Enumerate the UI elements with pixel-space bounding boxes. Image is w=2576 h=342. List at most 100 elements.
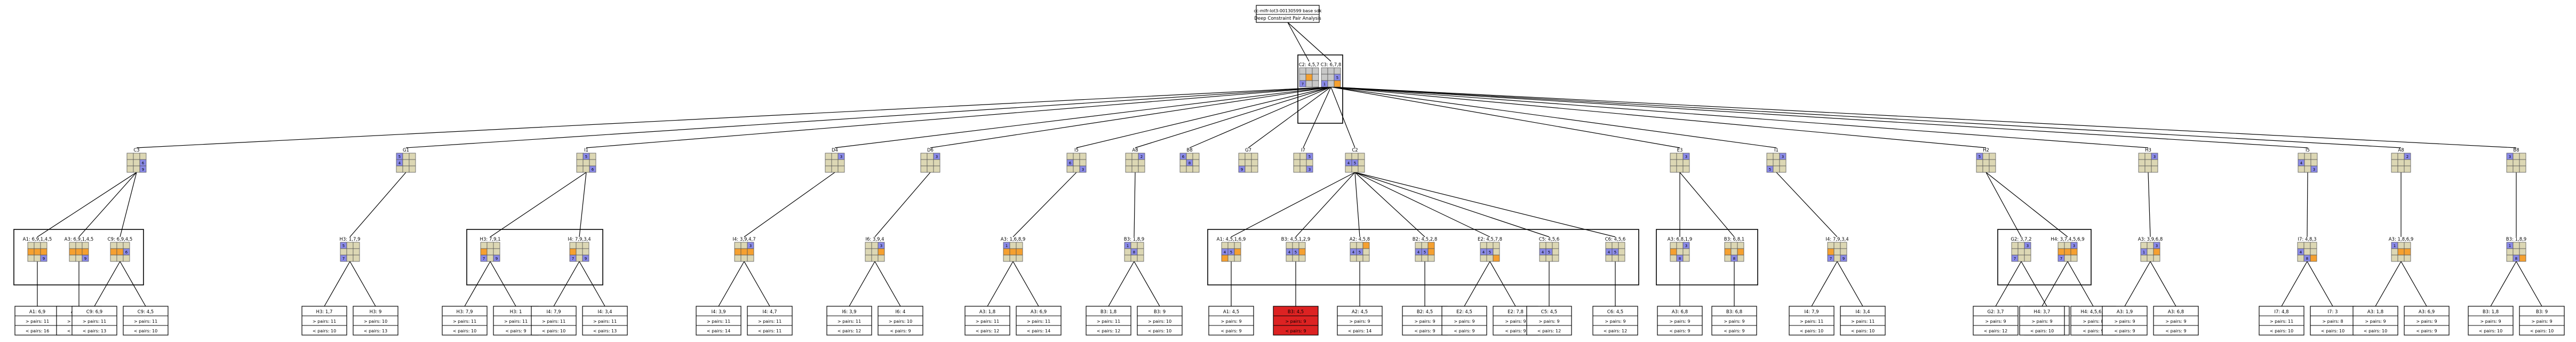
grid-cell: [2519, 159, 2526, 166]
grid-cell: [1618, 248, 1625, 256]
header-line: cc-mlfr-lot3-00130599 base sdk: [1254, 9, 1322, 13]
grid-cell: [1079, 165, 1087, 173]
grid-cell: [409, 153, 416, 160]
cell-digit: 5: [1230, 250, 1232, 254]
grid-cell: [1298, 254, 1306, 262]
grid-cell: [1286, 242, 1293, 249]
grid-cell: [2153, 254, 2160, 262]
grid-cell: [2519, 165, 2526, 173]
grid-cell: [825, 159, 832, 166]
cell-digit: 5: [1614, 250, 1616, 254]
cell-digit: 8: [1189, 161, 1191, 165]
leaf-lesser-pairs: < pairs: 12: [1604, 329, 1627, 333]
leaf-greater-pairs: > pairs: 11: [504, 319, 528, 324]
grid-cell: [1415, 242, 1422, 249]
grid-cell: [1293, 165, 1301, 173]
leaf-lesser-pairs: < pairs: 9: [2083, 329, 2103, 333]
tree-edge: [1248, 86, 1331, 148]
grid-cell: [1612, 254, 1619, 262]
grid-cell: [582, 248, 589, 256]
leaf-node: A3: 1,8> pairs: 11< pairs: 12: [964, 306, 1010, 336]
grid-cell: [2011, 248, 2019, 256]
grid-cell: [1362, 242, 1370, 249]
grid-cell: [1773, 165, 1780, 173]
leaf-greater-pairs: > pairs: 11: [26, 319, 49, 324]
cell-digit: 7: [1302, 82, 1304, 86]
grid-cell: [582, 254, 589, 262]
grid-cell: [346, 254, 354, 262]
leaf-box: [1337, 306, 1383, 336]
leaf-node: I4: 3,4> pairs: 11< pairs: 10: [1840, 306, 1886, 336]
cell-grid: 8: [1724, 242, 1744, 262]
leaf-greater-pairs: > pairs: 9: [1454, 319, 1474, 324]
node-group-box: [1656, 229, 1758, 285]
grid-cell: [2310, 248, 2317, 256]
grid-cell: [1345, 153, 1352, 160]
leaf-label: B3: 4,5: [1288, 309, 1304, 315]
grid-cell: [1179, 159, 1187, 166]
node-label: G2: 3,7,2: [2011, 237, 2031, 242]
cell-digit: 3: [1685, 155, 1687, 159]
cell-grid: 2: [2391, 153, 2411, 173]
leaf-lesser-pairs: < pairs: 10: [1851, 329, 1875, 333]
grid-cell: [2391, 153, 2398, 160]
grid-cell: [1737, 242, 1744, 249]
grid-cell: [1552, 242, 1559, 249]
leaf-box: [696, 306, 741, 336]
leaf-node: B3: 1,8> pairs: 11< pairs: 12: [1086, 306, 1131, 336]
node-label: C3: 6,7,8: [1321, 62, 1342, 68]
cell-digit: 9: [84, 257, 86, 261]
leaf-box: [878, 306, 923, 336]
grid-cell: [734, 254, 741, 262]
grid-cell: [1724, 248, 1732, 256]
cell-digit: 8: [2515, 257, 2517, 261]
leaf-node: I4: 4,7> pairs: 11< pairs: 11: [747, 306, 793, 336]
leaf-greater-pairs: > pairs: 9: [1669, 319, 1690, 324]
grid-cell: [1234, 254, 1241, 262]
tree-edge: [1985, 172, 2068, 237]
grid-cell: [2506, 159, 2514, 166]
cell-digit: 9: [1843, 257, 1845, 261]
tree-edge: [1076, 86, 1331, 148]
leaf-lesser-pairs: < pairs: 12: [1097, 329, 1120, 333]
leaf-lesser-pairs: < pairs: 12: [976, 329, 999, 333]
grid-cell: [1773, 159, 1780, 166]
cell-digit: 1: [1127, 244, 1129, 248]
leaf-greater-pairs: > pairs: 10: [364, 319, 387, 324]
tree-edge: [2041, 261, 2068, 307]
grid-cell: [69, 242, 76, 249]
leaf-box: [1208, 306, 1254, 336]
grid-cell: [1989, 165, 1996, 173]
leaf-label: A3: 6,8: [2168, 309, 2184, 315]
leaf-node: A3: 6,8> pairs: 9< pairs: 9: [2153, 306, 2199, 336]
grid-cell: [1186, 165, 1193, 173]
cell-digit: 8: [1133, 250, 1135, 254]
leaf-greater-pairs: > pairs: 9: [1221, 319, 1241, 324]
tree-edge: [464, 261, 491, 307]
grid-cell: [133, 153, 140, 160]
tree-edge: [1295, 172, 1355, 237]
grid-cell: [734, 248, 741, 256]
tree-edge: [2490, 261, 2517, 307]
leaf-lesser-pairs: < pairs: 13: [593, 329, 617, 333]
cell-digit: 4: [1347, 161, 1350, 165]
grid-cell: [110, 248, 117, 256]
leaf-node: I6: 3,9> pairs: 11< pairs: 12: [826, 306, 872, 336]
leaf-node: H3: 1,7> pairs: 11< pairs: 10: [301, 306, 347, 336]
tree-edge: [2021, 261, 2047, 307]
grid-cell: [1350, 254, 1357, 262]
leaf-lesser-pairs: < pairs: 10: [453, 329, 476, 333]
leaf-label: H3: 1: [510, 309, 522, 315]
cell-digit: 7: [483, 257, 485, 261]
grid-cell: [75, 242, 83, 249]
leaf-box: [747, 306, 793, 336]
grid-cell: [2140, 254, 2148, 262]
cell-grid: 38: [1670, 242, 1690, 262]
grid-cell: [1773, 153, 1780, 160]
